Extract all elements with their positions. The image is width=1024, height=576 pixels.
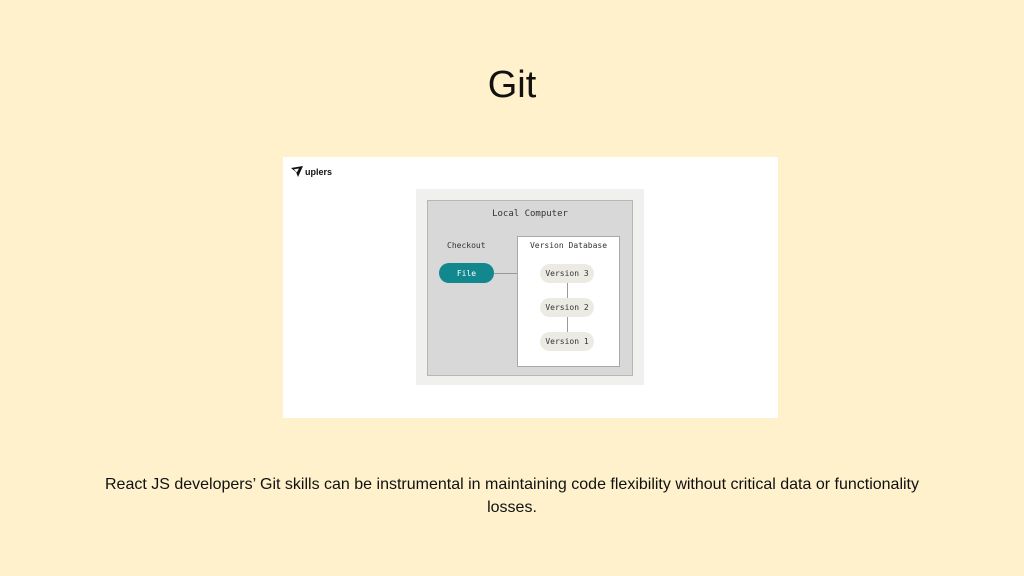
version-database-box: Version Database Version 3 Version 2 Ver…	[517, 236, 620, 367]
diagram-figure: uplers Local Computer Checkout File Vers…	[283, 157, 778, 418]
version-connector	[567, 317, 568, 332]
uplers-logo-icon	[291, 166, 303, 177]
version-label: Version 3	[545, 269, 589, 278]
version-node: Version 3	[540, 264, 594, 283]
version-node: Version 2	[540, 298, 594, 317]
file-node: File	[439, 263, 494, 283]
version-label: Version 2	[545, 303, 589, 312]
file-label: File	[456, 268, 477, 278]
diagram-canvas: Local Computer Checkout File Version Dat…	[416, 189, 644, 385]
version-database-label: Version Database	[529, 241, 608, 250]
local-computer-label: Local Computer	[492, 209, 568, 219]
logo-text: uplers	[305, 166, 333, 177]
version-node: Version 1	[540, 332, 594, 351]
checkout-label: Checkout	[447, 241, 486, 250]
version-connector	[567, 283, 568, 298]
local-computer-box: Local Computer Checkout File Version Dat…	[427, 200, 633, 376]
slide-title: Git	[487, 64, 537, 106]
version-label: Version 1	[545, 337, 589, 346]
slide-caption: React JS developers’ Git skills can be i…	[104, 476, 919, 516]
uplers-logo: uplers	[291, 166, 332, 177]
